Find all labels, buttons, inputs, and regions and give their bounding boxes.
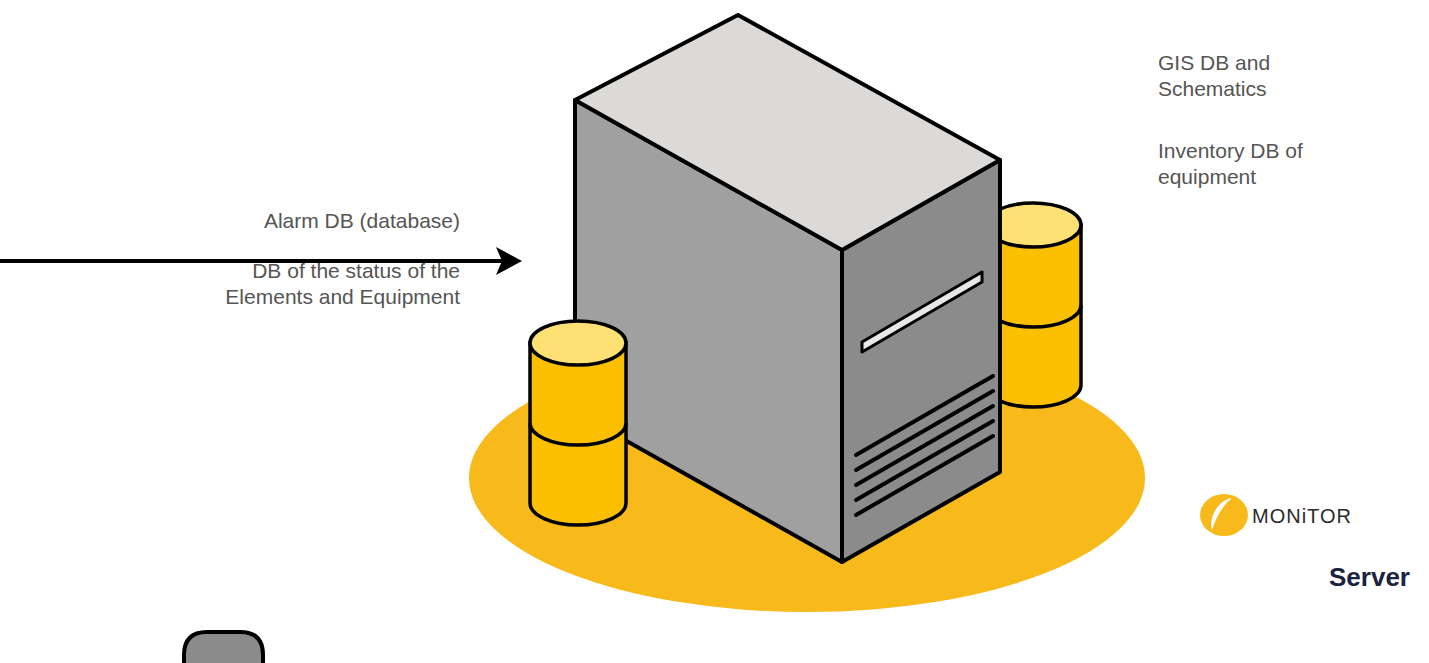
database-cylinder: [530, 321, 626, 525]
arrow-head: [496, 247, 522, 275]
logo-text: MONiTOR: [1252, 503, 1352, 529]
device-partial: [184, 632, 263, 663]
server-tower: [575, 15, 1000, 562]
logo-icon: [1200, 494, 1248, 536]
vent-lines: [856, 376, 993, 515]
db-label: Inventory DB of equipment: [1158, 138, 1308, 190]
caption-label: Server: [1329, 562, 1410, 592]
db-label: GIS DB and Schematics: [1158, 50, 1308, 102]
db-label: DB of the status of the Elements and Equ…: [160, 258, 460, 310]
db-label: Alarm DB (database): [160, 208, 460, 234]
